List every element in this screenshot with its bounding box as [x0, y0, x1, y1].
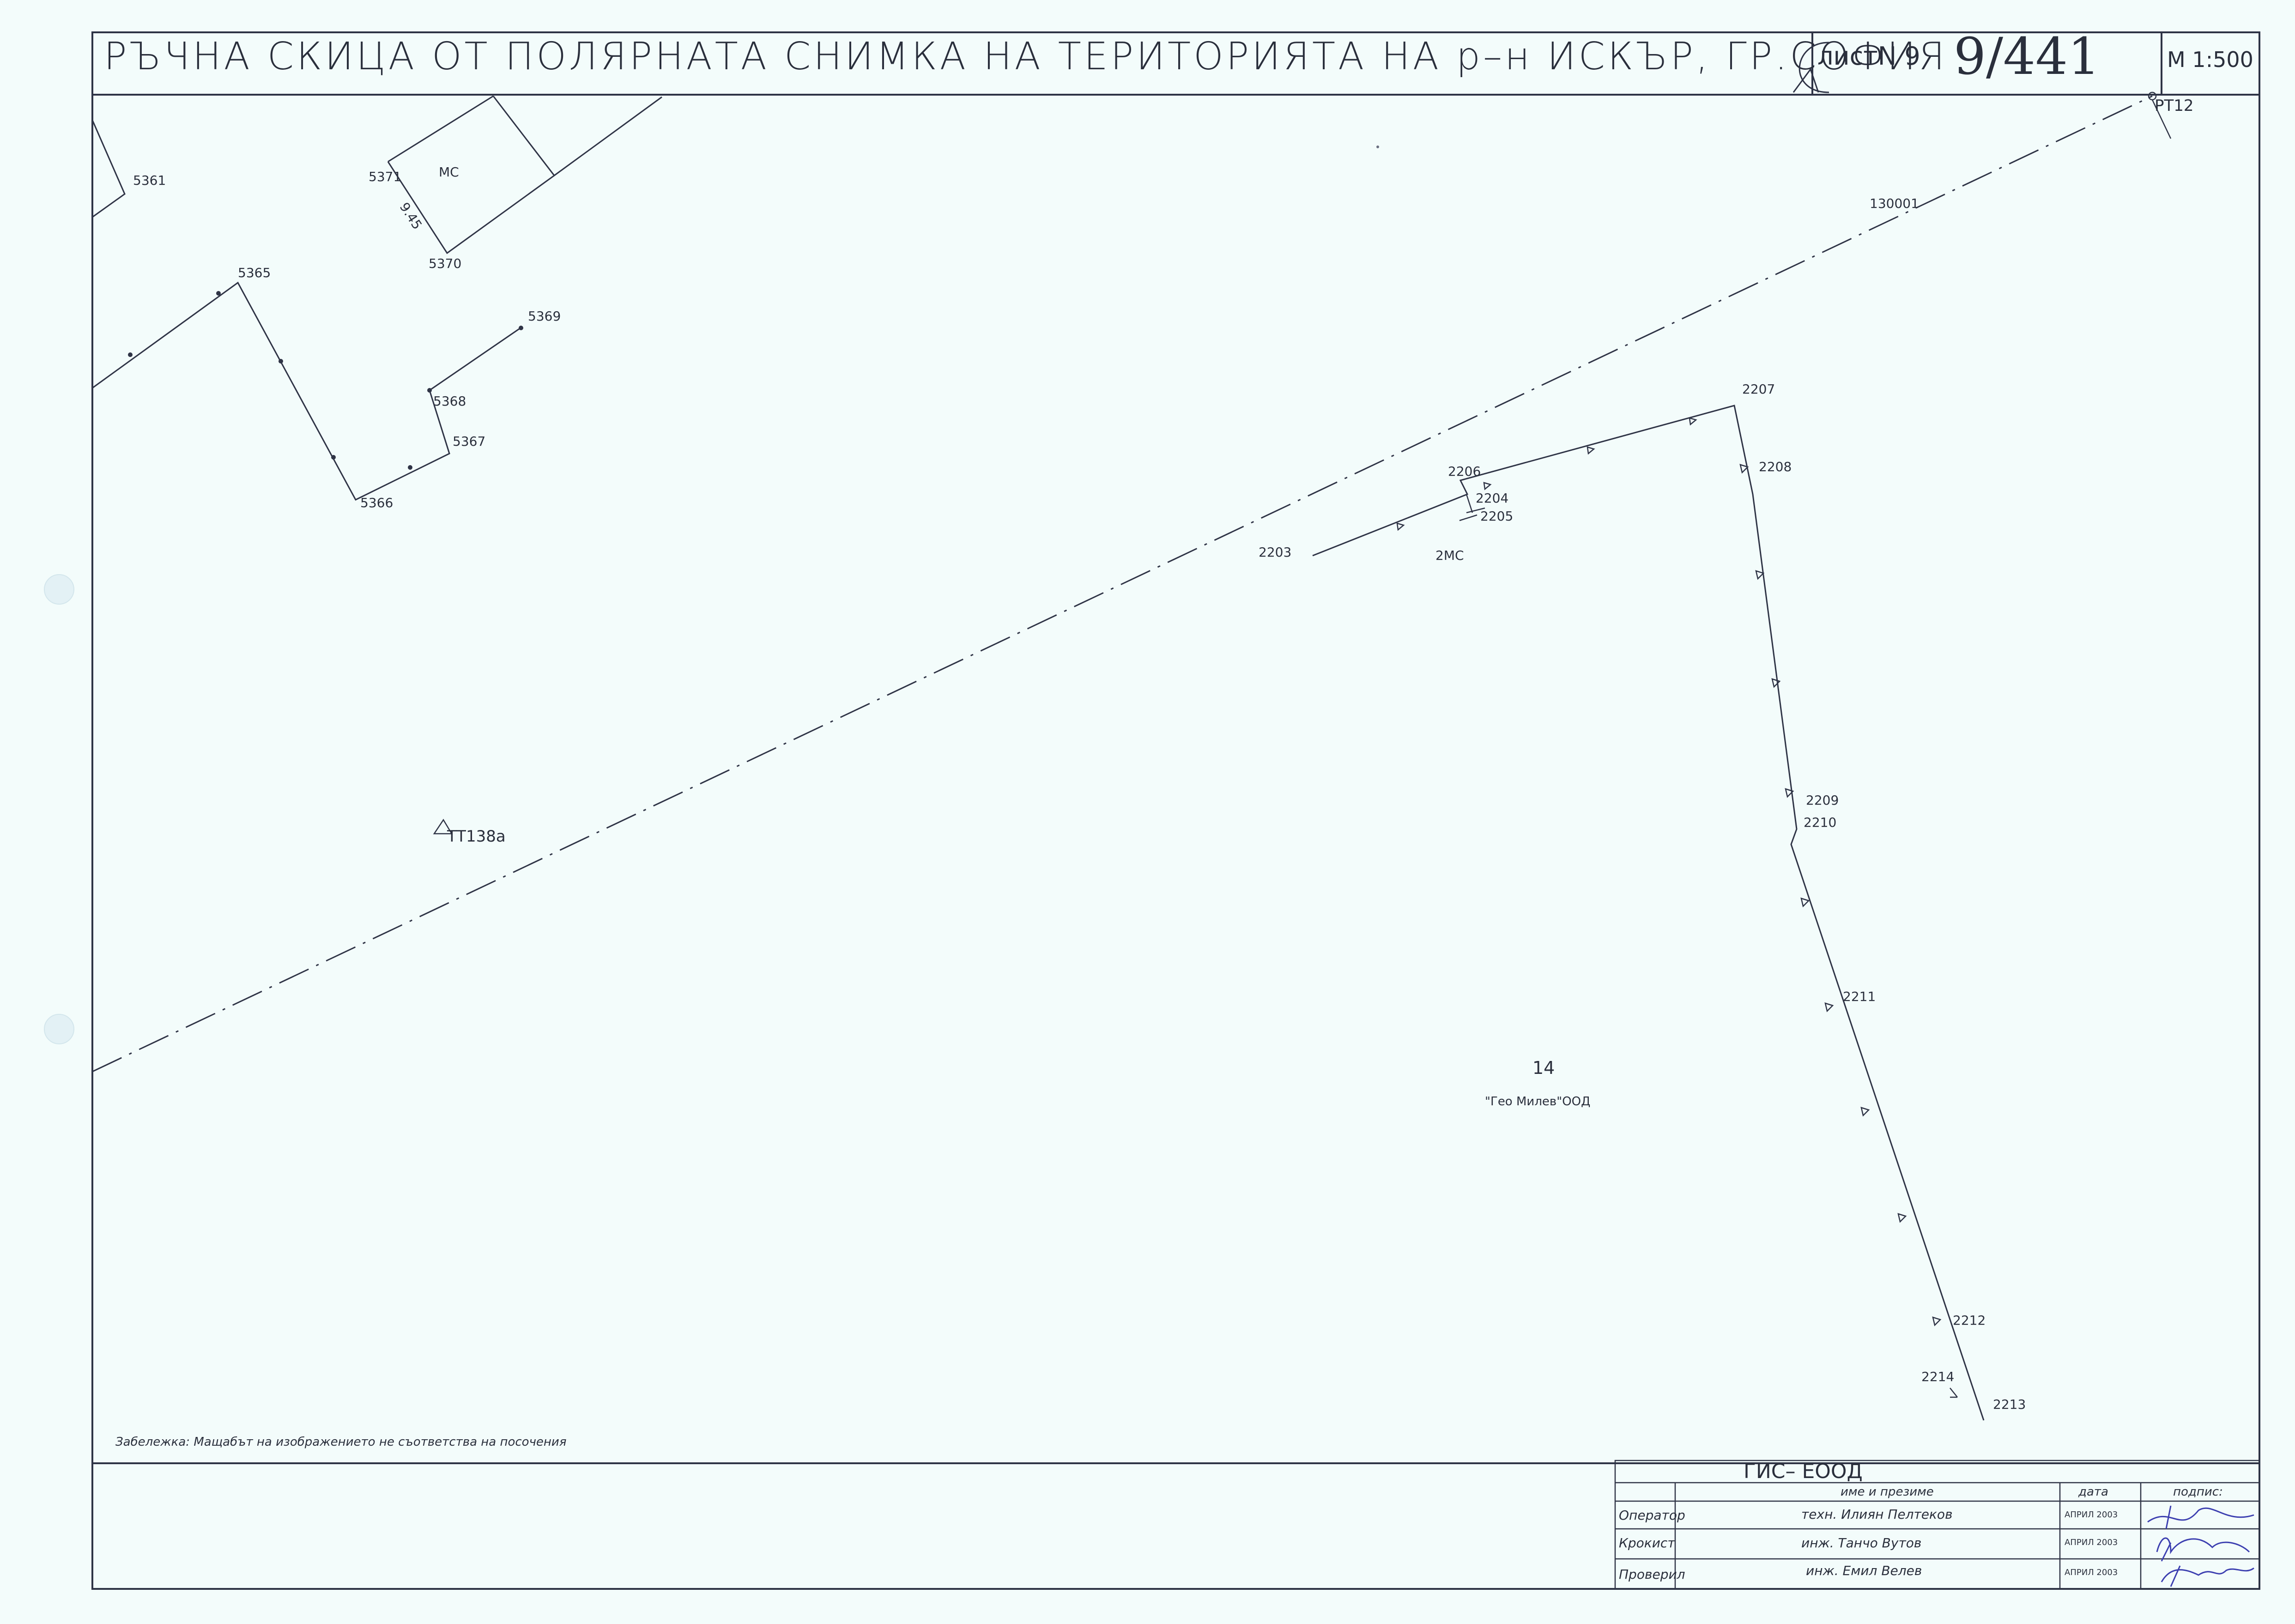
point-2209: 2209: [1806, 793, 1839, 808]
point-2207: 2207: [1742, 382, 1775, 397]
titleblock-header-date: дата: [2078, 1485, 2108, 1499]
titleblock-role-sketcher: Крокист: [1619, 1535, 1675, 1551]
sheet-title: РЪЧНА СКИЦА ОТ ПОЛЯРНАТА СНИМКА НА ТЕРИТ…: [104, 35, 1947, 79]
signature-operator: [2147, 1505, 2254, 1529]
point-2211: 2211: [1843, 989, 1876, 1004]
svg-text:5369: 5369: [528, 309, 561, 324]
titleblock-name-sketcher: инж. Танчо Вутов: [1801, 1535, 1921, 1551]
signature-sketcher: [2156, 1537, 2250, 1562]
contour-5361: 5361: [91, 120, 166, 218]
station-pt12: PT12: [2148, 91, 2194, 139]
point-2214: 2214: [1921, 1369, 1954, 1384]
punch-hole-bottom: [44, 1014, 74, 1044]
signature-checker: [2161, 1565, 2254, 1587]
titleblock-header-sign: подпис:: [2173, 1485, 2223, 1499]
svg-text:5371: 5371: [369, 169, 401, 184]
survey-polyline: [1312, 405, 1985, 1421]
sheet-number-label: листN 9: [1817, 42, 1920, 71]
titleblock-name-checker: инж. Емил Велев: [1806, 1563, 1922, 1578]
paper-speck: [1376, 145, 1379, 148]
titleblock-date-sketcher: АПРИЛ 2003: [2065, 1538, 2118, 1547]
titleblock-date-operator: АПРИЛ 2003: [2065, 1510, 2118, 1520]
traverse-line: [92, 95, 2153, 1073]
title-block: [1614, 1460, 2260, 1590]
titleblock-role-checker: Проверил: [1619, 1567, 1685, 1582]
point-2210: 2210: [1804, 815, 1836, 830]
company-stamp-label: "Гео Милев"ООД: [1485, 1095, 1590, 1109]
titleblock-header-name: име и презиме: [1841, 1485, 1934, 1499]
map-scale: M 1:500: [2167, 47, 2253, 72]
svg-text:5365: 5365: [238, 265, 271, 280]
point-2213: 2213: [1993, 1397, 2026, 1412]
point-2208: 2208: [1759, 459, 1792, 474]
point-2206: 2206: [1448, 464, 1481, 479]
bearing-marks: [1396, 417, 1942, 1327]
point-2mc: 2МС: [1435, 548, 1464, 563]
svg-text:5368: 5368: [433, 394, 466, 409]
svg-text:TT138a: TT138a: [447, 827, 506, 846]
scale-note: Забележка: Мащабът на изображението не с…: [115, 1435, 566, 1449]
titleblock-date-checker: АПРИЛ 2003: [2065, 1568, 2118, 1577]
svg-text:5370: 5370: [429, 256, 461, 271]
sheet-handwritten-number: 9/441: [1954, 27, 2100, 86]
station-tt138a: TT138a: [433, 818, 506, 846]
titleblock-company: ГИС– ЕООД: [1744, 1460, 1863, 1483]
svg-text:5361: 5361: [133, 173, 166, 188]
contour-5365-5366: 5365 5366 5367 5368 5369: [92, 265, 561, 510]
point-2203: 2203: [1259, 545, 1291, 560]
point-2205: 2205: [1480, 509, 1513, 524]
svg-text:5366: 5366: [360, 495, 393, 510]
titleblock-role-operator: Оператор: [1619, 1508, 1685, 1523]
center-number: 14: [1532, 1058, 1555, 1078]
punch-hole-top: [44, 574, 74, 605]
building-mc: 5371 МС 5370 9.45: [369, 95, 662, 271]
svg-text:9.45: 9.45: [397, 200, 425, 232]
svg-text:5367: 5367: [453, 434, 485, 449]
point-2204: 2204: [1476, 491, 1508, 506]
svg-text:МС: МС: [439, 164, 459, 180]
company-logo-icon: [1792, 42, 1829, 93]
titleblock-name-operator: техн. Илиян Пелтеков: [1801, 1507, 1953, 1522]
sheet-frame: [91, 31, 2260, 1590]
svg-text:PT12: PT12: [2155, 97, 2194, 115]
traverse-label: 130001: [1870, 196, 1919, 211]
point-2212: 2212: [1953, 1313, 1986, 1328]
